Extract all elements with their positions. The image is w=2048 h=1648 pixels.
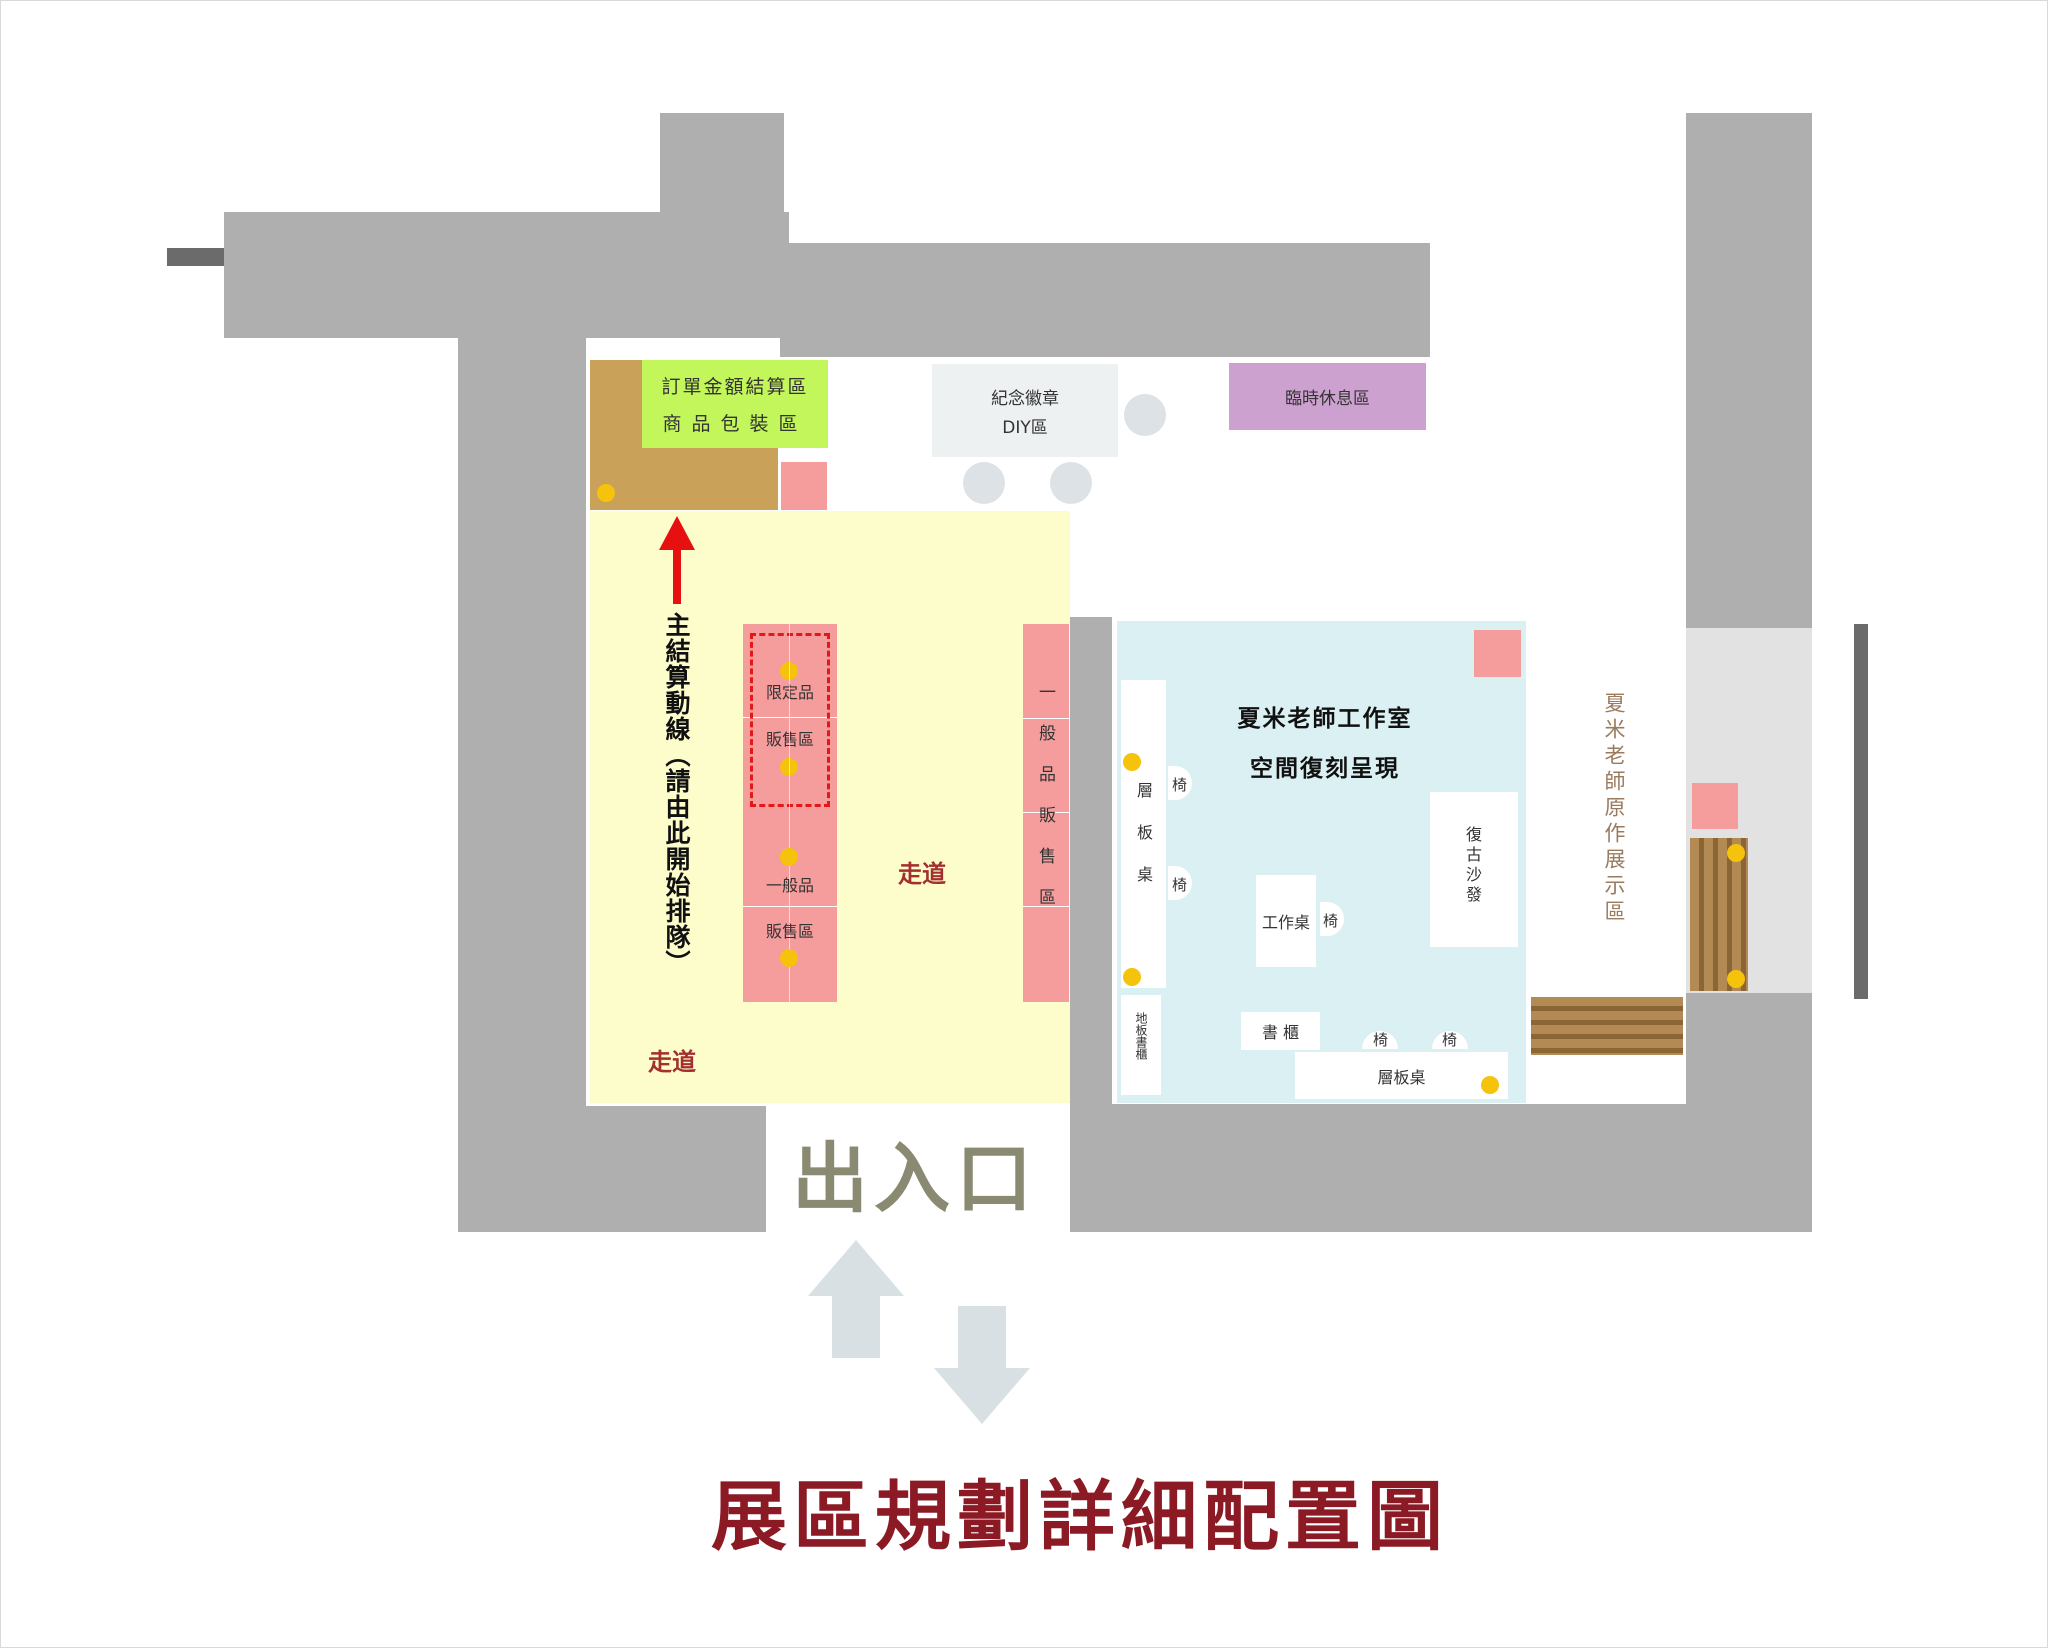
rest-area-label: 臨時休息區 bbox=[1285, 389, 1370, 409]
shelf-table-vertical-label: 層板桌 bbox=[1134, 782, 1153, 908]
marker-dot bbox=[1727, 970, 1745, 988]
floor-bookcase bbox=[1121, 995, 1161, 1095]
shelf-table: 層板桌 bbox=[1295, 1052, 1508, 1099]
stand-divider bbox=[1023, 812, 1069, 813]
page-title: 展區規劃詳細配置圖 bbox=[711, 1472, 1449, 1561]
bookcase: 書 櫃 bbox=[1241, 1012, 1320, 1050]
wall-left bbox=[458, 330, 586, 1232]
checkout-area: 訂單金額結算區 商品包裝區 bbox=[642, 360, 828, 448]
wall-right-bottom bbox=[1686, 993, 1812, 1232]
work-desk-label: 工作桌 bbox=[1261, 913, 1310, 932]
display-bench-vertical bbox=[1690, 838, 1748, 991]
bookcase-label: 書 櫃 bbox=[1261, 1023, 1300, 1042]
badge-diy-label-1: 紀念徽章 bbox=[991, 388, 1059, 409]
studio-title-2: 空間復刻呈現 bbox=[1250, 756, 1400, 782]
chair-label: 椅 bbox=[1373, 1031, 1389, 1049]
marker-dot bbox=[780, 949, 798, 967]
pink-marker bbox=[781, 462, 827, 510]
floor-bookcase-label: 地板書櫃 bbox=[1134, 1012, 1148, 1060]
badge-diy-area: 紀念徽章 DIY區 bbox=[932, 364, 1118, 457]
original-works-label: 夏米老師原作展示區 bbox=[1602, 692, 1626, 926]
badge-diy-label-2: DIY區 bbox=[1002, 417, 1048, 438]
wall-top-main bbox=[780, 243, 1430, 357]
round-table bbox=[1124, 394, 1166, 436]
arrow-down-icon bbox=[934, 1306, 1030, 1424]
marker-dot bbox=[1727, 844, 1745, 862]
general-sales-stand bbox=[743, 812, 837, 1002]
queue-line-label: 主結算動線（請由此開始排隊） bbox=[662, 612, 691, 976]
stand-divider bbox=[743, 717, 837, 718]
limited-sales-stand bbox=[743, 624, 837, 812]
rest-area: 臨時休息區 bbox=[1229, 363, 1426, 430]
queue-arrow-icon bbox=[659, 516, 695, 604]
display-bench-horizontal bbox=[1531, 997, 1683, 1055]
chair-label: 椅 bbox=[1172, 876, 1188, 894]
entrance-label: 出入口 bbox=[792, 1134, 1038, 1223]
marker-dot bbox=[780, 848, 798, 866]
checkout-area-label: 訂單金額結算區 bbox=[661, 376, 809, 398]
stand-divider bbox=[1023, 906, 1069, 907]
wall-right-top bbox=[1686, 113, 1812, 628]
marker-dot bbox=[1481, 1076, 1499, 1094]
round-table bbox=[1050, 462, 1092, 504]
chair-label: 椅 bbox=[1442, 1031, 1458, 1049]
pink-marker bbox=[1692, 783, 1738, 829]
arrow-up-icon bbox=[808, 1240, 904, 1358]
general-sales-column bbox=[1023, 624, 1069, 1002]
limited-label-1: 限定品 bbox=[743, 679, 837, 703]
stand-divider bbox=[1023, 718, 1069, 719]
marker-dot bbox=[1123, 968, 1141, 986]
general-vertical-label: 一般品販售區 bbox=[1035, 683, 1055, 929]
chair bbox=[1362, 1031, 1398, 1049]
packing-area-label: 商品包裝區 bbox=[662, 413, 808, 435]
stand-divider-vertical bbox=[789, 812, 790, 1002]
retro-sofa-label: 復古沙發 bbox=[1463, 826, 1482, 906]
stand-divider-vertical bbox=[789, 624, 790, 812]
marker-dot bbox=[1123, 753, 1141, 771]
general-label-2: 販售區 bbox=[765, 922, 814, 941]
studio-title-1: 夏米老師工作室 bbox=[1237, 706, 1413, 732]
chair-label: 椅 bbox=[1172, 776, 1188, 794]
round-table bbox=[963, 462, 1005, 504]
studio-title: 夏米老師工作室 空間復刻呈現 bbox=[1180, 696, 1470, 786]
door-bar-right bbox=[1854, 624, 1868, 999]
wall-mid-post bbox=[1070, 617, 1112, 1107]
limited-label-2: 販售區 bbox=[743, 726, 837, 750]
wall-stub-left bbox=[167, 248, 227, 266]
general-label-1: 一般品 bbox=[765, 876, 814, 895]
aisle-label: 走道 bbox=[898, 860, 946, 888]
retro-sofa bbox=[1430, 792, 1518, 947]
shelf-table-label: 層板桌 bbox=[1377, 1067, 1426, 1087]
wall-bottom-left bbox=[458, 1106, 766, 1232]
marker-dot bbox=[597, 484, 615, 502]
checkout-counter-horizontal bbox=[590, 448, 778, 510]
limited-outline bbox=[750, 633, 830, 807]
work-desk: 工作桌 bbox=[1256, 875, 1316, 967]
chair-label: 椅 bbox=[1323, 912, 1339, 930]
chair bbox=[1432, 1031, 1468, 1049]
stand-divider bbox=[743, 906, 837, 907]
aisle-label: 走道 bbox=[648, 1048, 696, 1076]
wall-top-column bbox=[660, 113, 784, 243]
pink-marker bbox=[1474, 630, 1521, 677]
shelf-table-vertical bbox=[1121, 680, 1166, 988]
